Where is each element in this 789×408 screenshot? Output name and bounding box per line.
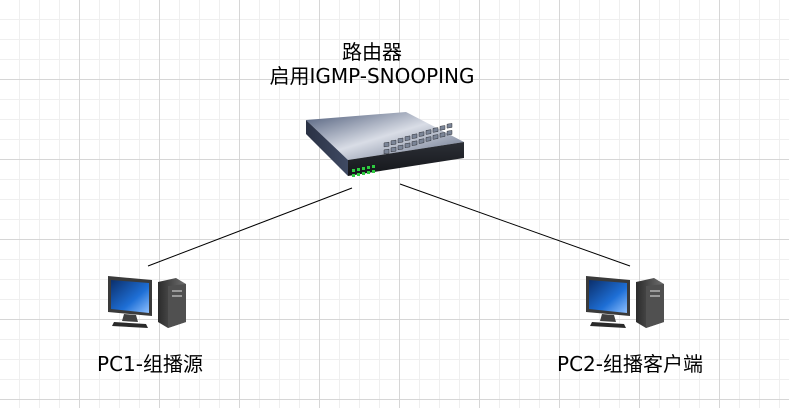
pc1-label: PC1-组播源	[60, 352, 240, 376]
pc1-computer-icon[interactable]	[106, 272, 190, 334]
pc1-graphic	[106, 272, 190, 334]
switch-graphic	[306, 112, 466, 192]
edge-router-to-pc2	[400, 184, 630, 266]
router-title: 路由器 启用IGMP-SNOOPING	[222, 40, 522, 88]
router-switch-icon[interactable]	[306, 112, 466, 192]
edge-router-to-pc1	[148, 188, 352, 266]
pc2-label: PC2-组播客户端	[520, 352, 740, 376]
router-title-line1: 路由器	[222, 40, 522, 64]
pc2-computer-icon[interactable]	[584, 272, 668, 334]
router-title-line2: 启用IGMP-SNOOPING	[222, 64, 522, 88]
pc2-graphic	[584, 272, 668, 334]
